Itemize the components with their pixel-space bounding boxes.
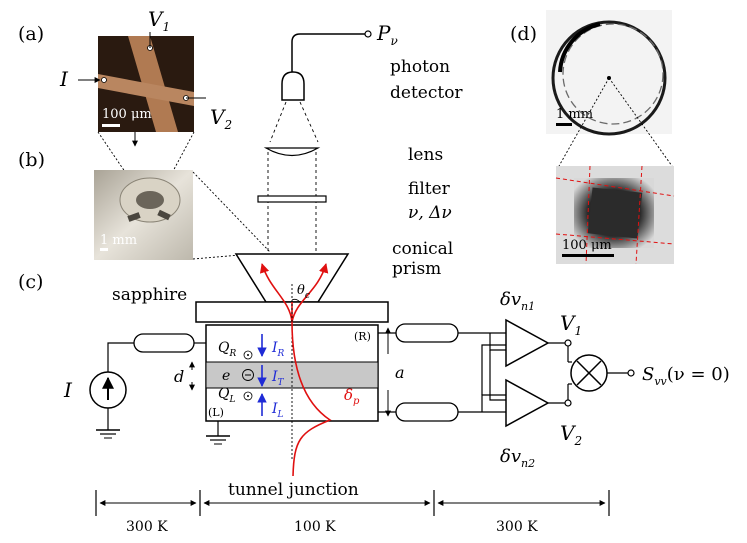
theta-c-label: θc [297,283,310,301]
scale-label-d-bottom: 100 μm [562,238,612,253]
noise-n1-label: δvn1 [500,289,535,313]
panel-label-a: (a) [18,23,44,45]
scale-label-a: 100 μm [102,107,152,122]
d-label: d [174,367,184,386]
filter-params: ν, Δν [408,203,452,223]
conical-prism [234,253,350,303]
evanescent-profile [291,321,332,477]
S-vv-label: Svv(ν = 0) [642,364,730,388]
image-d-top [546,10,672,136]
photon-detector [281,71,305,101]
source-I-label: I [63,378,73,402]
delta-p-label: δp [344,386,360,407]
panel-label-c: (c) [18,271,43,293]
amp-V2-label: V2 [560,421,582,448]
prism-label-2: prism [392,259,441,279]
amplifier-top [505,318,550,368]
filter-label: filter [408,179,451,199]
scale-label-d-top: 1 mm [556,107,593,122]
coax-output-bottom [395,402,459,422]
R-electrode-label: (R) [354,330,371,343]
amp-V1-label: V1 [560,311,582,338]
micrograph-a [98,36,194,132]
QR-label: QR [218,340,236,359]
amplifier-bottom [505,378,550,428]
label-P-nu: Pν [376,21,398,48]
image-d-bottom [555,165,675,265]
lens [263,147,321,157]
IR-label: IR [271,340,285,359]
prism-label-1: conical [392,239,453,259]
IT-label: IT [271,369,285,388]
e-label: e [222,368,230,384]
noise-n2-label: δvn2 [500,446,535,470]
coax-input [133,333,195,353]
tunnel-junction-label: tunnel junction [228,480,359,500]
a-label: a [395,363,405,382]
panel-label-d: (d) [510,23,537,45]
sapphire-label: sapphire [112,285,187,305]
L-electrode-label: (L) [208,406,224,419]
IL-label: IL [271,401,284,420]
filter [257,195,327,203]
panel-label-b: (b) [18,149,45,171]
label-V2-a: V2 [210,105,232,132]
detector-label-line2: detector [390,83,463,103]
scale-label-b: 1 mm [100,233,137,248]
coax-output-top [395,323,459,343]
detector-label-line1: photon [390,57,450,77]
lens-label: lens [408,145,443,165]
label-V1-a: V1 [148,7,170,34]
temp-left: 300 K [126,519,168,535]
QL-label: QL [218,386,235,405]
temp-middle: 100 K [294,519,336,535]
label-I-a: I [59,67,69,91]
photo-b [94,170,193,260]
temp-right: 300 K [496,519,538,535]
